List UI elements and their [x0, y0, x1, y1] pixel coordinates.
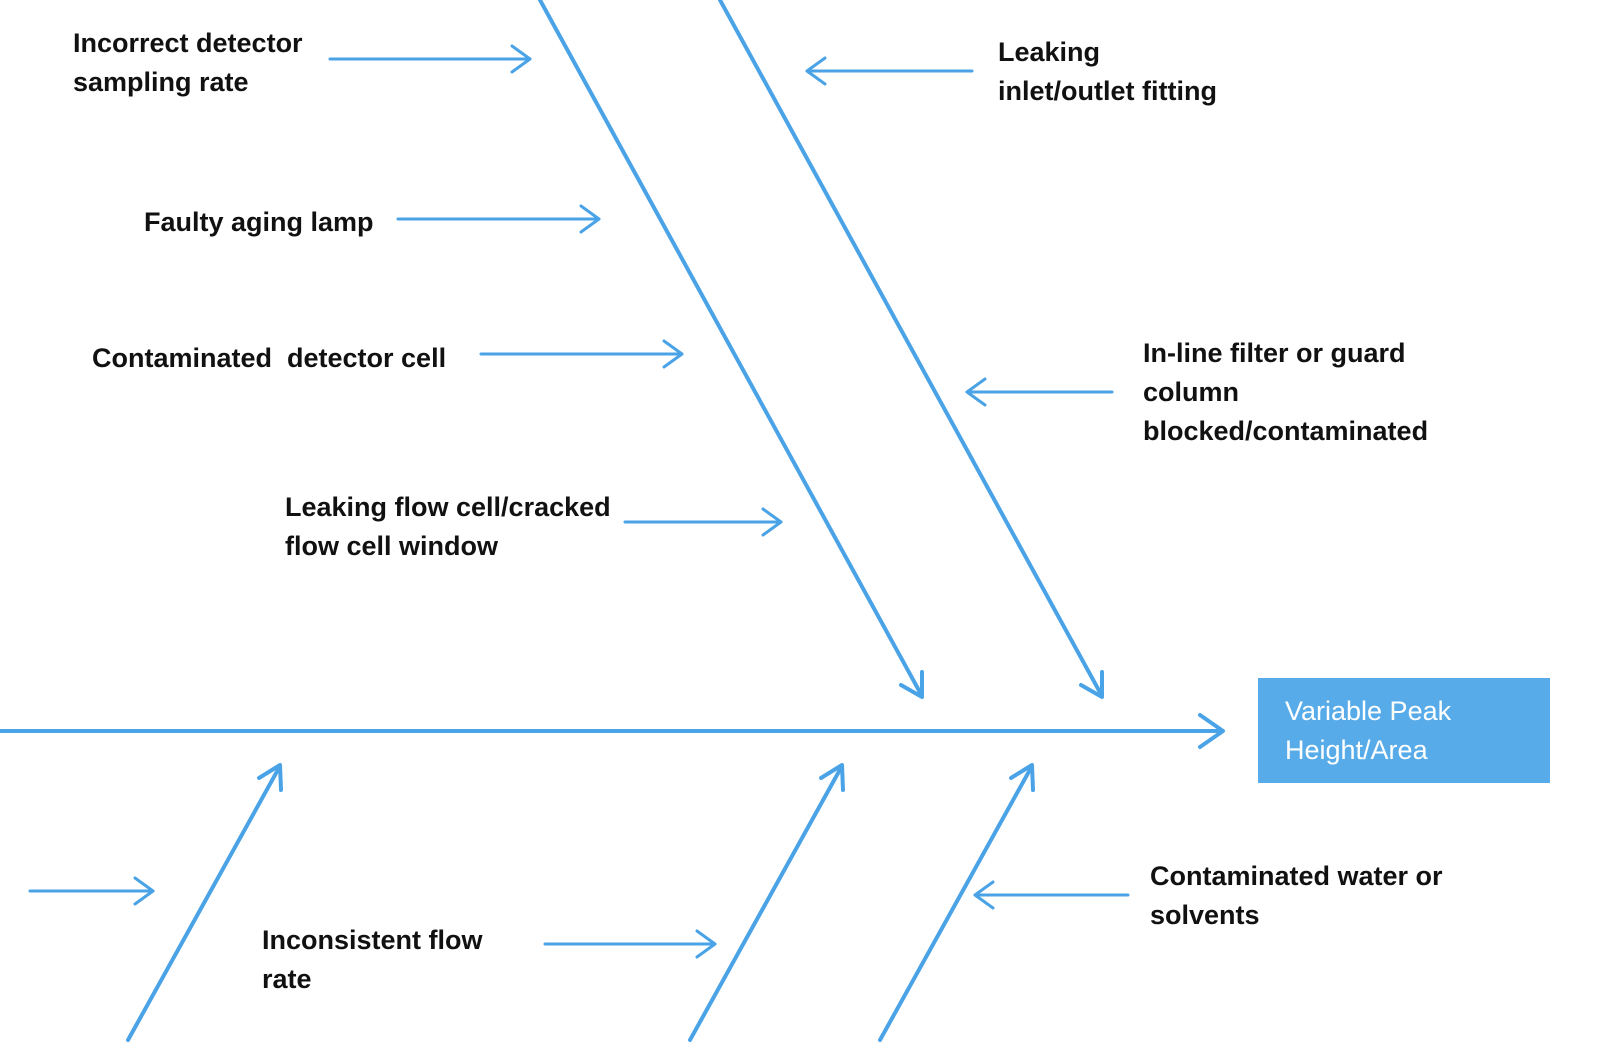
- effect-box: Variable Peak Height/Area: [1258, 678, 1550, 783]
- bone-top-right: [718, 0, 1104, 699]
- bone-top-left: [538, 0, 924, 699]
- cause-label-contaminated-detector-cell: Contaminated detector cell: [92, 343, 447, 373]
- bone-bottom-left: [126, 763, 283, 1042]
- cause-label-inconsistent-flow-rate: Inconsistent flow rate: [262, 925, 483, 994]
- effect-label: Variable Peak Height/Area: [1285, 696, 1452, 765]
- cause-label-leaking-fitting: Leaking inlet/outlet fitting: [998, 37, 1217, 106]
- cause-arrow-c8: [973, 880, 1130, 910]
- cause-arrow-c6: [965, 377, 1114, 407]
- bone-bottom-middle: [688, 763, 845, 1042]
- cause-label-contaminated-solvents: Contaminated water or solvents: [1150, 861, 1443, 930]
- cause-arrow-c7: [543, 929, 717, 959]
- cause-arrow-c2: [396, 204, 601, 234]
- cause-arrow-c3: [479, 339, 684, 369]
- cause-arrow-c4: [623, 507, 783, 537]
- cause-arrow-c1: [328, 44, 532, 74]
- cause-arrow-unlabeled: [28, 876, 155, 906]
- cause-label-inline-filter-blocked: In-line filter or guard column blocked/c…: [1143, 338, 1429, 446]
- bone-bottom-right: [878, 763, 1035, 1042]
- cause-arrow-c5: [805, 56, 974, 86]
- cause-label-leaking-flow-cell: Leaking flow cell/cracked flow cell wind…: [285, 492, 611, 561]
- spine-arrow: [0, 713, 1225, 749]
- cause-label-faulty-aging-lamp: Faulty aging lamp: [144, 207, 374, 237]
- cause-label-incorrect-sampling-rate: Incorrect detector sampling rate: [73, 28, 303, 97]
